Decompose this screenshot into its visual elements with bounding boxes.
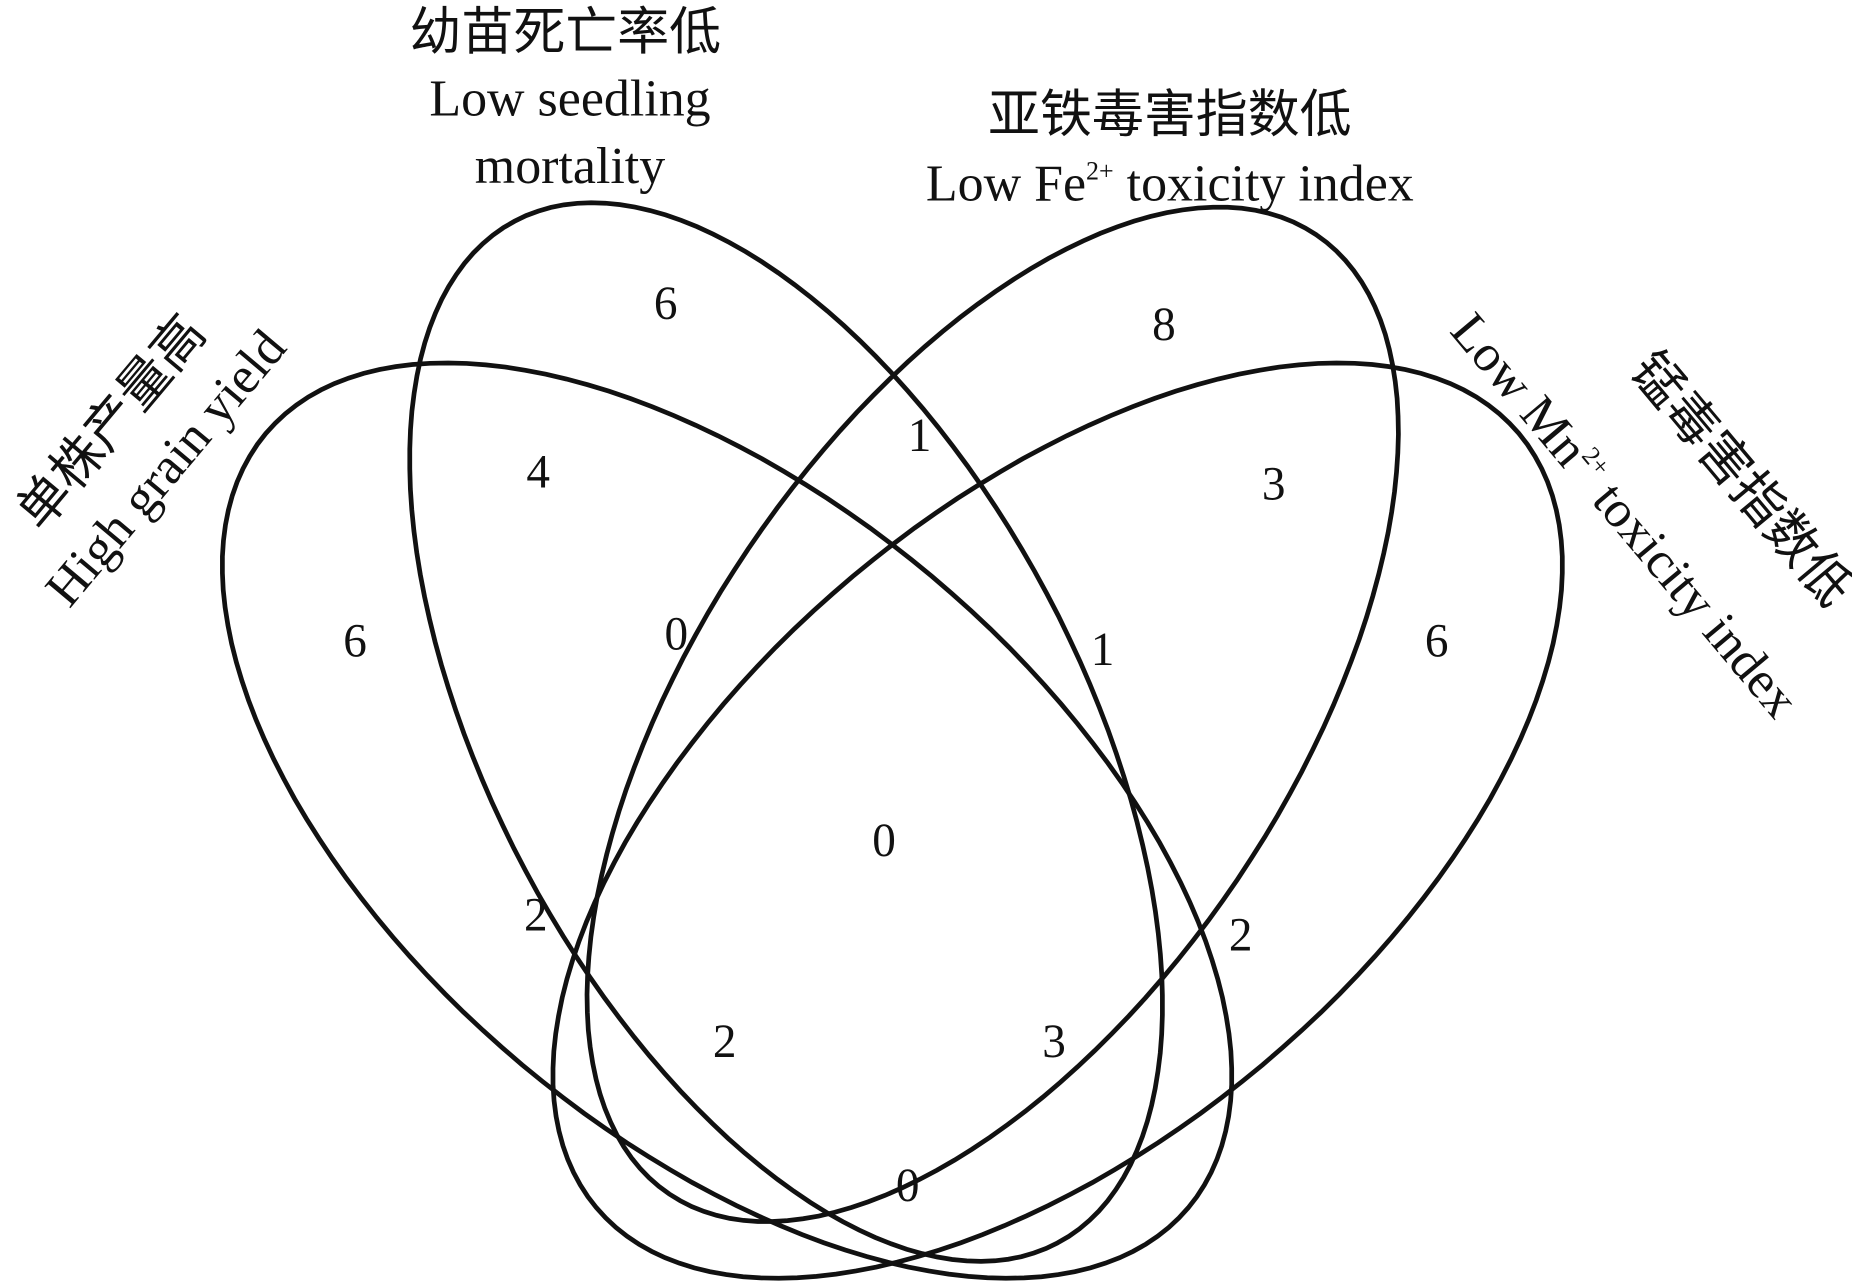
count-grain-fe: 2: [524, 889, 548, 941]
ellipse-high-grain-yield: [220, 360, 1235, 1281]
label-low-fe-toxicity: 亚铁毒害指数低 Low Fe2+ toxicity index: [926, 87, 1414, 212]
count-grain-mn: 0: [896, 1160, 920, 1212]
count-seedling-fe: 1: [908, 410, 932, 462]
label-high-grain-yield: 单株产量高 High grain yield: [7, 305, 298, 617]
count-grain-seedling-fe: 0: [664, 608, 688, 660]
count-grain-seedling: 4: [526, 447, 550, 499]
count-all-four: 0: [872, 815, 896, 867]
ellipse-low-fe-toxicity: [584, 204, 1401, 1224]
label-en-line1: Low seedling: [429, 71, 710, 128]
count-seedling-only: 6: [654, 278, 678, 330]
label-zh: 亚铁毒害指数低: [988, 87, 1352, 144]
label-low-mn-toxicity: 锰毒害指数低 Low Mn2+ toxicity index: [1439, 303, 1852, 729]
count-seedling-mn: 2: [1229, 909, 1253, 961]
ellipse-low-mn-toxicity: [550, 360, 1565, 1281]
ellipse-low-seedling-mortality: [407, 200, 1165, 1264]
count-fe-only: 8: [1152, 299, 1176, 351]
count-fe-mn: 3: [1262, 458, 1286, 510]
label-en-line2: mortality: [475, 138, 665, 195]
count-grain-only: 6: [343, 615, 367, 667]
label-zh: 幼苗死亡率低: [409, 5, 721, 62]
label-low-seedling-mortality: 幼苗死亡率低 Low seedling mortality: [409, 5, 721, 195]
count-seedling-fe-mn: 1: [1091, 624, 1115, 676]
count-grain-fe-mn: 2: [713, 1016, 737, 1068]
count-mn-only: 6: [1425, 615, 1449, 667]
label-en: Low Fe2+ toxicity index: [926, 156, 1414, 213]
count-grain-seedling-mn: 3: [1042, 1016, 1066, 1068]
